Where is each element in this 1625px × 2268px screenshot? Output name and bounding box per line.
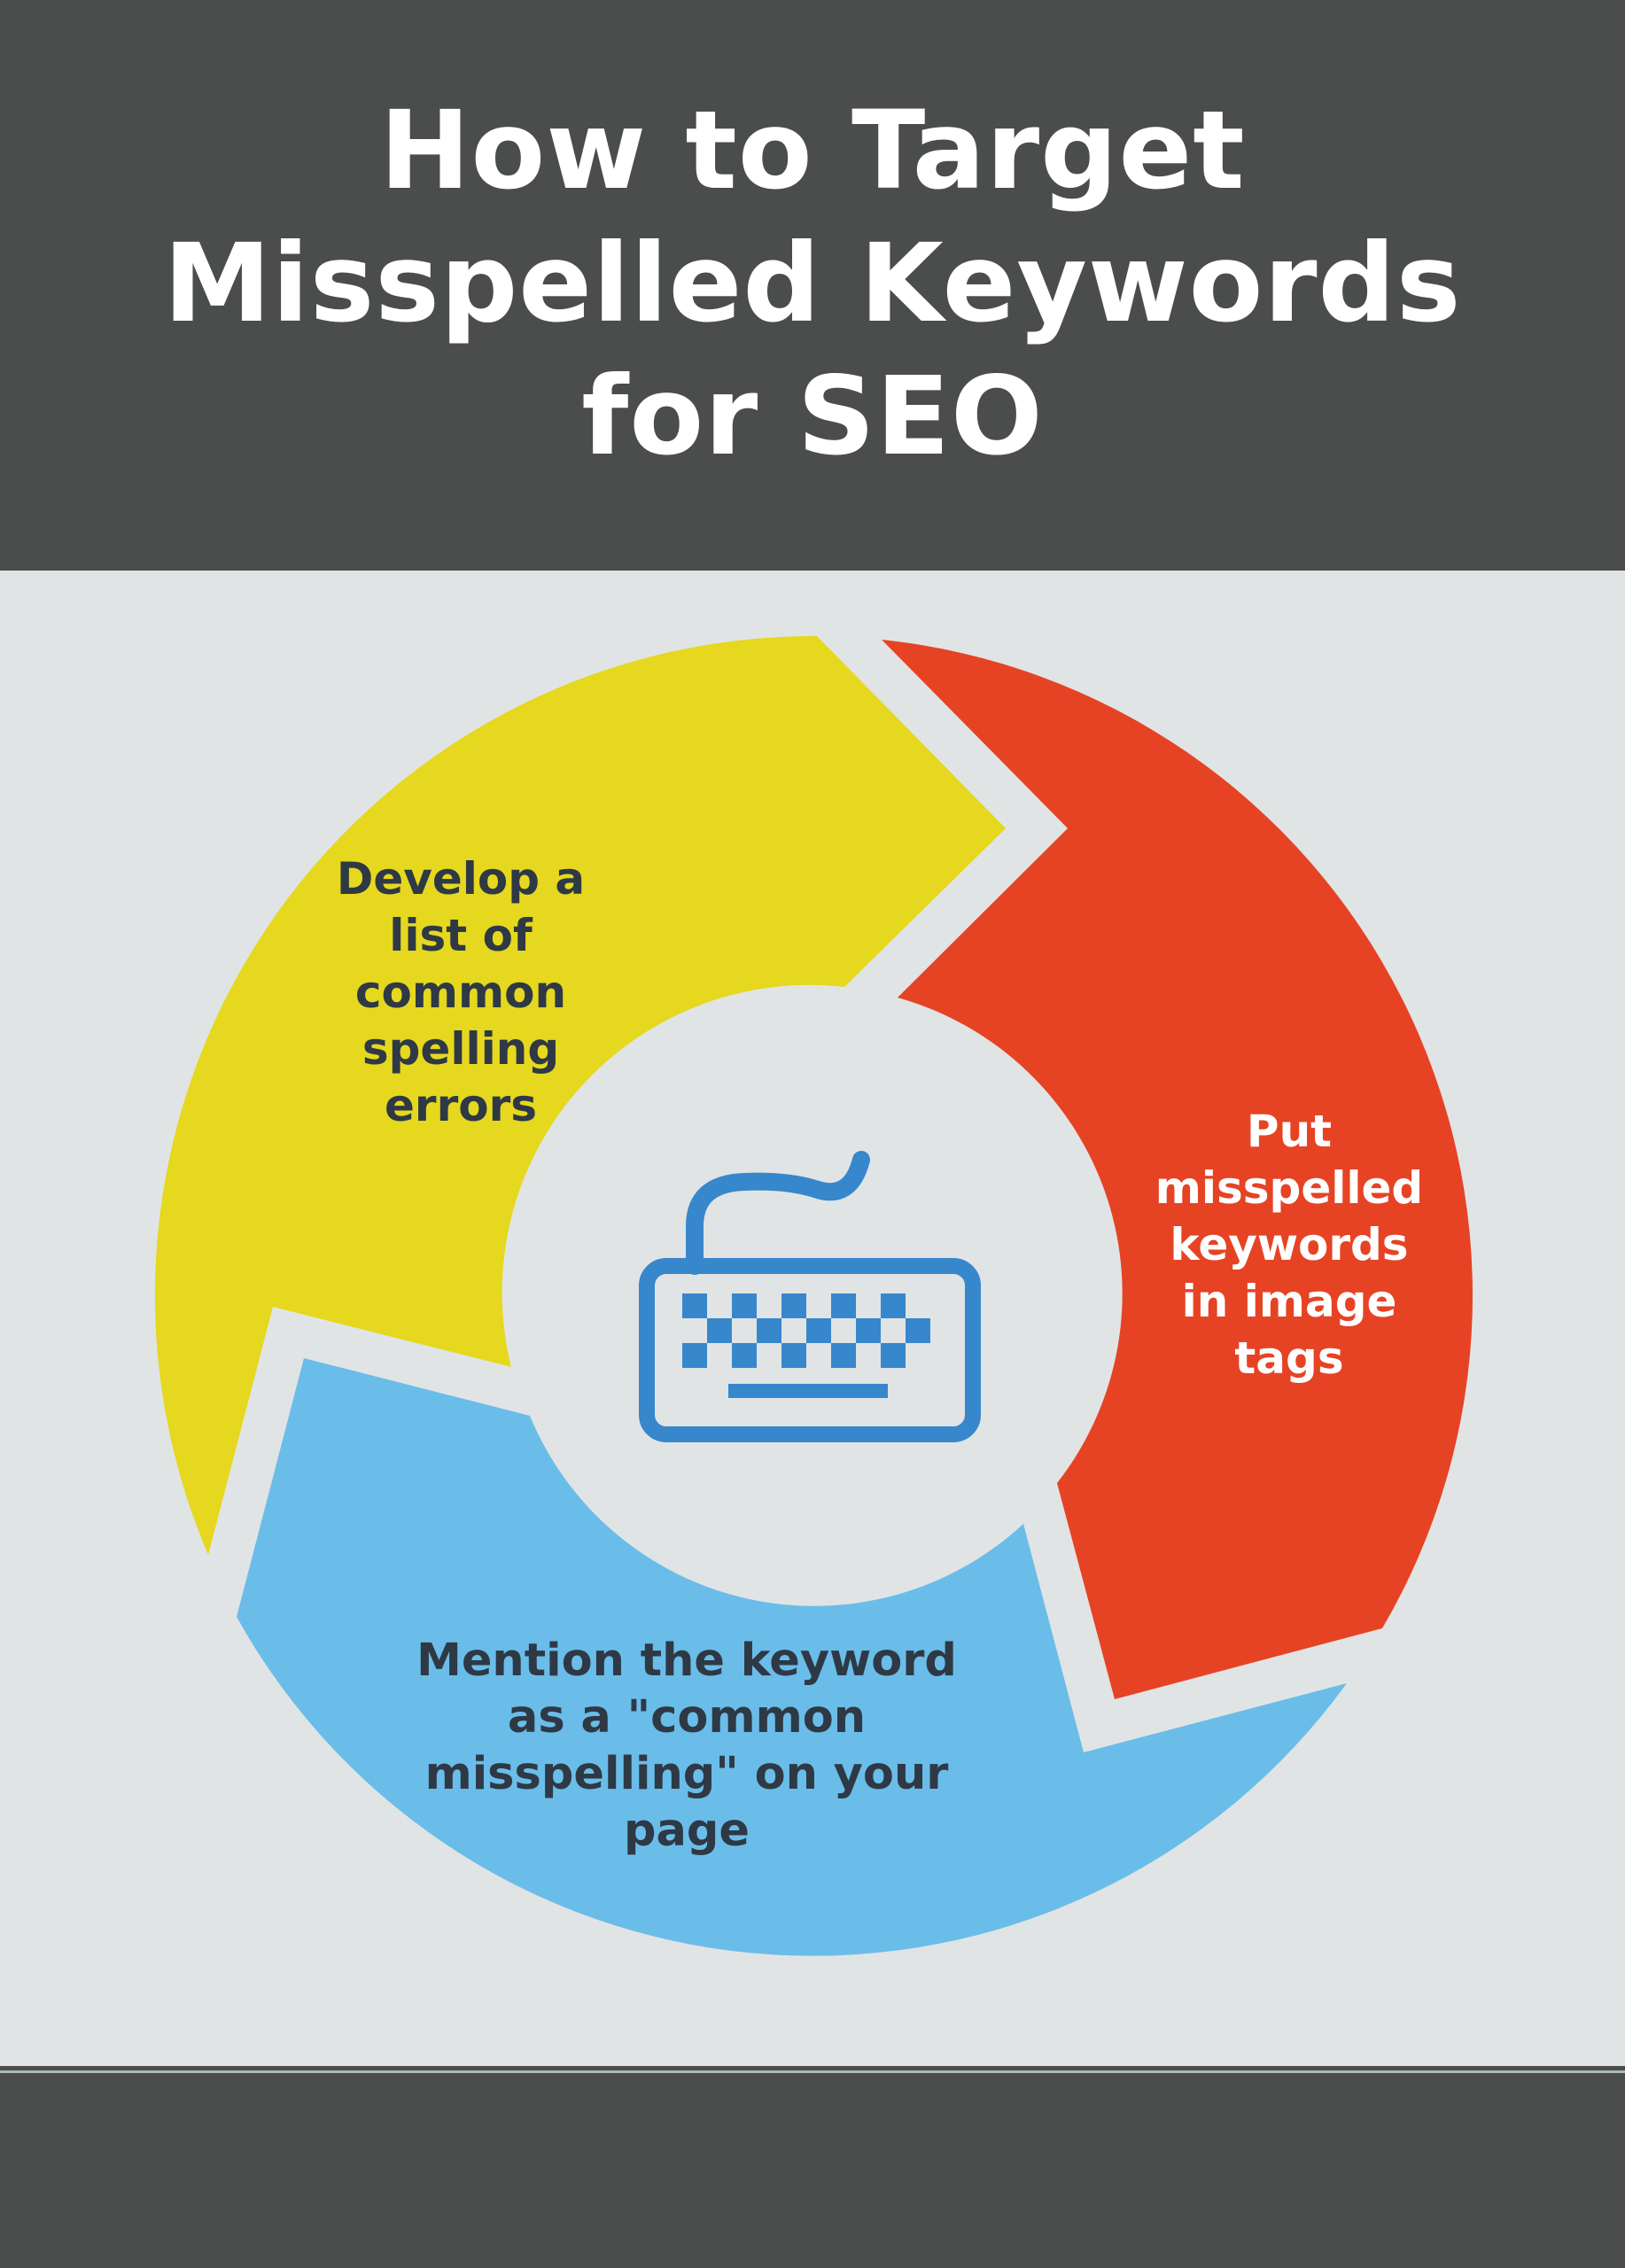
keyboard-key <box>682 1293 707 1318</box>
footer-divider <box>0 2070 1625 2073</box>
keyboard-keys <box>682 1293 930 1368</box>
title-line-3: for SEO <box>581 353 1044 479</box>
segment-image-tags <box>882 640 1473 1699</box>
keyboard-key <box>732 1343 757 1368</box>
step-mention-keyword-text: Mention the keyword as a "common misspel… <box>381 1633 992 1860</box>
header-banner: How to Target Misspelled Keywords for SE… <box>0 0 1625 571</box>
step-2-line: keywords <box>1170 1219 1409 1270</box>
step-image-tags-text: Put misspelled keywords in image tags <box>1116 1103 1462 1386</box>
title-line-2: Misspelled Keywords <box>163 221 1462 346</box>
title-line-1: How to Target <box>379 88 1246 214</box>
step-1-line: common <box>354 967 567 1018</box>
segment-mention-keyword <box>237 1358 1347 1956</box>
step-1-line: errors <box>385 1080 537 1131</box>
step-3-line: page <box>623 1805 750 1857</box>
keyboard-spacebar <box>728 1384 888 1398</box>
keyboard-key <box>757 1318 781 1343</box>
keyboard-icon <box>639 1151 981 1442</box>
step-2-line: in image <box>1181 1276 1397 1327</box>
cycle-diagram <box>154 635 1473 1956</box>
step-3-line: Mention the keyword <box>416 1635 957 1687</box>
step-3-line: misspelling" on your <box>424 1748 949 1800</box>
step-1-line: Develop a <box>336 853 586 905</box>
keyboard-key <box>781 1343 806 1368</box>
step-1-line: list of <box>389 910 533 961</box>
footer-bar <box>0 2066 1625 2268</box>
keyboard-key <box>906 1318 930 1343</box>
keyboard-key <box>831 1343 856 1368</box>
keyboard-key <box>881 1343 906 1368</box>
keyboard-cable <box>686 1151 870 1275</box>
keyboard-key <box>682 1343 707 1368</box>
keyboard-key <box>831 1293 856 1318</box>
keyboard-body <box>639 1258 981 1442</box>
segment-develop-list <box>154 635 1006 1555</box>
keyboard-key <box>707 1318 732 1343</box>
keyboard-key <box>732 1293 757 1318</box>
step-2-line: Put <box>1246 1106 1333 1157</box>
step-1-line: spelling <box>362 1023 560 1075</box>
step-2-line: misspelled <box>1155 1162 1424 1214</box>
step-develop-list-text: Develop a list of common spelling errors <box>292 850 629 1134</box>
keyboard-key <box>806 1318 831 1343</box>
keyboard-key <box>856 1318 881 1343</box>
step-2-line: tags <box>1234 1332 1344 1384</box>
step-3-line: as a "common <box>507 1691 867 1744</box>
keyboard-key <box>781 1293 806 1318</box>
keyboard-key <box>881 1293 906 1318</box>
